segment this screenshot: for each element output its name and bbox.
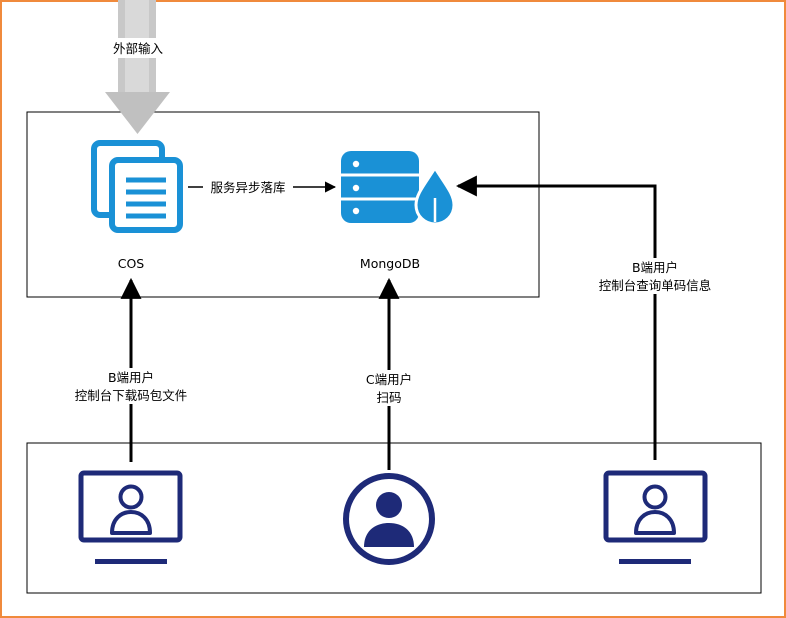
- edge-b-query-line2: 控制台查询单码信息: [599, 278, 712, 293]
- flow-label: 服务异步落库: [210, 180, 285, 195]
- circle-user-icon: [343, 473, 435, 565]
- cos-label: COS: [118, 256, 145, 271]
- monitor-user-icon: [78, 470, 183, 564]
- edge-b-download-line1: B端用户: [108, 370, 154, 385]
- flow-label-bg: [203, 179, 293, 195]
- edge-b-query: [455, 175, 657, 460]
- external-input-label: 外部输入: [113, 41, 164, 56]
- edge-c-scan-line1: C端用户: [366, 372, 412, 387]
- documents-icon: [91, 140, 183, 233]
- monitor-user-icon: [603, 470, 708, 564]
- mongodb-label: MongoDB: [360, 256, 420, 271]
- edge-b-query-line1: B端用户: [632, 260, 678, 275]
- edge-b-download-label-bg: [64, 368, 198, 404]
- database-icon: [341, 151, 456, 226]
- edge-c-scan-label-bg: [358, 370, 420, 406]
- edge-b-query-label-bg: [588, 258, 722, 294]
- edge-b-download-line2: 控制台下载码包文件: [75, 388, 188, 403]
- edge-c-scan-line2: 扫码: [376, 390, 401, 405]
- external-input-label-bg: [108, 38, 168, 58]
